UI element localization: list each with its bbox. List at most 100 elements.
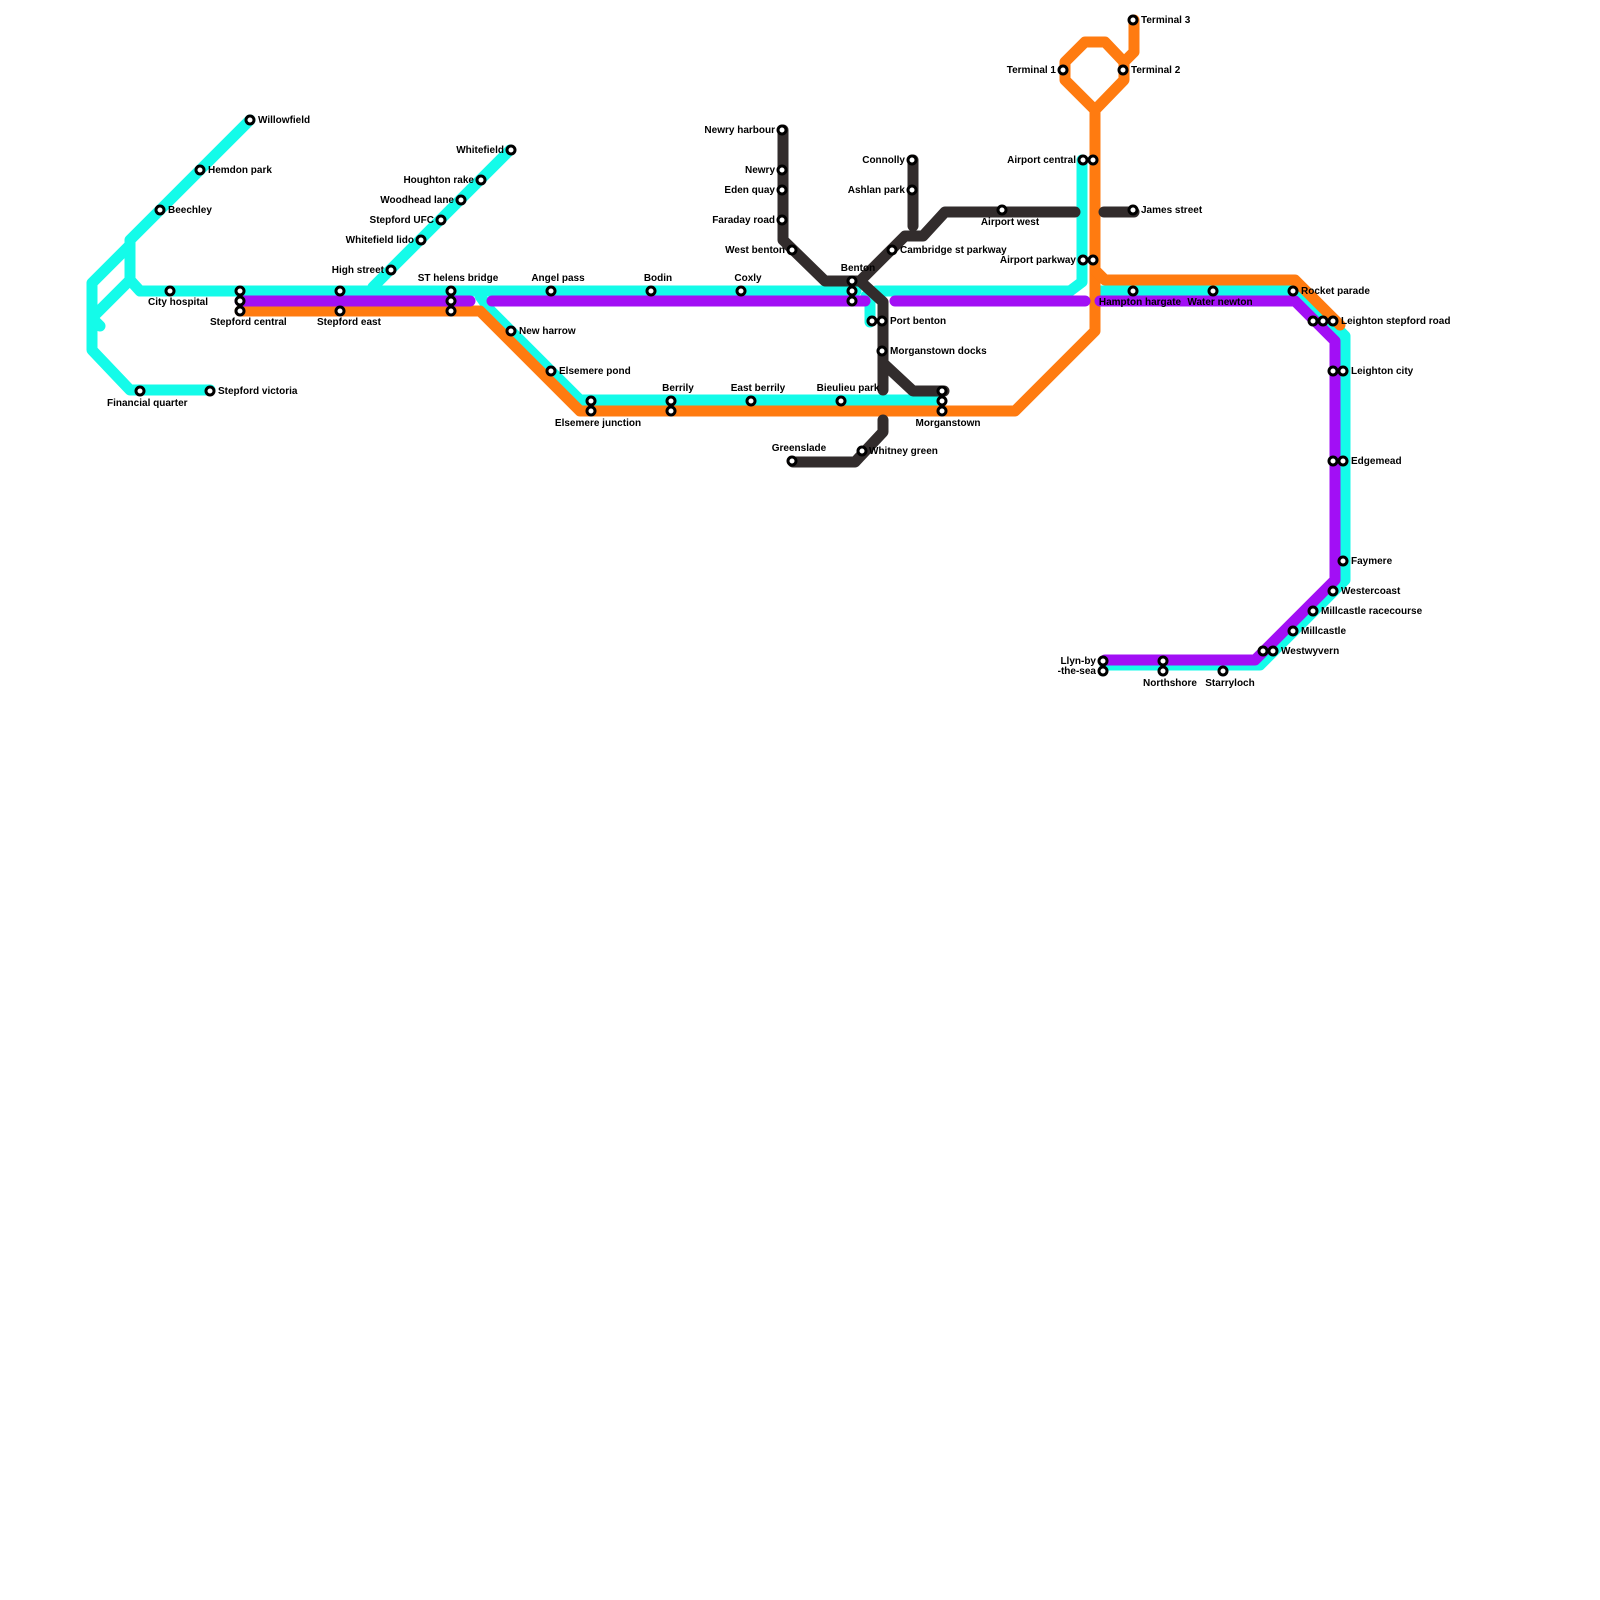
station-bieulieu-park[interactable] (835, 395, 847, 407)
orange-line-east (1089, 264, 1346, 331)
station-morganstown-cyan[interactable] (936, 395, 948, 407)
station-st-helens-bridge-cyan[interactable] (445, 285, 457, 297)
station-angel-pass[interactable] (545, 285, 557, 297)
station-hampton-hargate[interactable] (1127, 285, 1139, 297)
station-millcastle-racecourse[interactable] (1307, 605, 1319, 617)
label-financial-quarter: Financial quarter (107, 398, 188, 409)
station-coxly[interactable] (735, 285, 747, 297)
station-benton-dark[interactable] (846, 275, 858, 287)
station-hemdon-park[interactable] (194, 164, 206, 176)
orange-line-west (234, 104, 1101, 417)
station-millcastle[interactable] (1287, 625, 1299, 637)
station-water-newton[interactable] (1207, 285, 1219, 297)
station-bodin[interactable] (645, 285, 657, 297)
station-edgemead-cyan[interactable] (1337, 455, 1349, 467)
label-whitefield: Whitefield (456, 145, 504, 156)
station-llyn-by-the-sea-cyan[interactable] (1097, 665, 1109, 677)
station-stepford-central-purple[interactable] (234, 295, 246, 307)
station-terminal-3[interactable] (1127, 14, 1139, 26)
label-hemdon-park: Hemdon park (208, 165, 272, 176)
station-whitefield-lido[interactable] (415, 234, 427, 246)
station-westwyvern-cyan[interactable] (1267, 645, 1279, 657)
station-starryloch[interactable] (1217, 665, 1229, 677)
station-airport-parkway-cyan[interactable] (1077, 254, 1089, 266)
station-northshore-purple[interactable] (1157, 655, 1169, 667)
station-faraday-road[interactable] (776, 214, 788, 226)
station-stepford-ufc[interactable] (435, 214, 447, 226)
station-airport-parkway-orange[interactable] (1087, 254, 1099, 266)
cyan-line-south-branch (474, 290, 946, 406)
station-port-benton-cyan[interactable] (866, 315, 878, 327)
station-new-harrow[interactable] (505, 325, 517, 337)
station-high-street[interactable] (385, 264, 397, 276)
station-stepford-central-cyan[interactable] (234, 285, 246, 297)
station-elsemere-junction-cyan[interactable] (585, 395, 597, 407)
purple-line-east (1094, 295, 1341, 666)
station-terminal-2[interactable] (1117, 64, 1129, 76)
station-greenslade[interactable] (786, 455, 798, 467)
station-airport-central-orange[interactable] (1087, 154, 1099, 166)
station-port-benton-dark[interactable] (876, 315, 888, 327)
station-benton-cyan[interactable] (846, 285, 858, 297)
station-airport-west[interactable] (996, 204, 1008, 216)
station-st-helens-bridge-orange[interactable] (445, 305, 457, 317)
station-leighton-stepford-road-purple[interactable] (1307, 315, 1319, 327)
station-airport-central-cyan[interactable] (1077, 154, 1089, 166)
station-james-street[interactable] (1127, 204, 1139, 216)
station-berrily-cyan[interactable] (665, 395, 677, 407)
station-connolly[interactable] (906, 154, 918, 166)
station-leighton-city-cyan[interactable] (1337, 365, 1349, 377)
station-stepford-victoria[interactable] (204, 385, 216, 397)
station-stepford-east-orange[interactable] (334, 305, 346, 317)
label-city-hospital: City hospital (148, 297, 208, 308)
station-edgemead-purple[interactable] (1327, 455, 1339, 467)
station-rocket-parade[interactable] (1287, 285, 1299, 297)
station-houghton-rake[interactable] (475, 174, 487, 186)
station-willowfield[interactable] (244, 114, 256, 126)
station-west-benton[interactable] (786, 244, 798, 256)
station-morganstown-dark[interactable] (936, 385, 948, 397)
station-westercoast[interactable] (1327, 585, 1339, 597)
label-benton: Benton (841, 263, 875, 274)
station-northshore-cyan[interactable] (1157, 665, 1169, 677)
label-rocket-parade: Rocket parade (1301, 286, 1370, 297)
station-woodhead-lane[interactable] (455, 194, 467, 206)
label-stepford-central: Stepford central (210, 317, 287, 328)
station-beechley[interactable] (154, 204, 166, 216)
station-berrily-orange[interactable] (665, 405, 677, 417)
station-stepford-east-cyan[interactable] (334, 285, 346, 297)
station-ashlan-park[interactable] (906, 184, 918, 196)
station-elsemere-junction-orange[interactable] (585, 405, 597, 417)
station-leighton-stepford-road-orange[interactable] (1317, 315, 1329, 327)
label-millcastle-racecourse: Millcastle racecourse (1321, 606, 1423, 617)
station-cambridge-st-parkway[interactable] (886, 244, 898, 256)
station-whitney-green[interactable] (856, 445, 868, 457)
orange-line-terminal-3 (1118, 14, 1140, 68)
label-connolly: Connolly (862, 155, 905, 166)
station-morganstown-docks[interactable] (876, 345, 888, 357)
station-leighton-stepford-road-cyan[interactable] (1327, 315, 1339, 327)
station-whitefield[interactable] (505, 144, 517, 156)
station-st-helens-bridge-purple[interactable] (445, 295, 457, 307)
station-east-berrily[interactable] (745, 395, 757, 407)
station-newry[interactable] (776, 164, 788, 176)
station-westwyvern-purple[interactable] (1257, 645, 1269, 657)
station-terminal-1[interactable] (1057, 64, 1069, 76)
station-financial-quarter[interactable] (134, 385, 146, 397)
label-whitefield-lido: Whitefield lido (346, 235, 414, 246)
station-elsemere-pond[interactable] (545, 365, 557, 377)
label-faraday-road: Faraday road (712, 215, 775, 226)
station-city-hospital[interactable] (164, 285, 176, 297)
station-benton-purple[interactable] (846, 295, 858, 307)
label-stepford-east: Stepford east (317, 317, 382, 328)
station-morganstown-orange[interactable] (936, 405, 948, 417)
station-newry-harbour[interactable] (776, 124, 788, 136)
dark-line-newry-branch (777, 124, 889, 396)
station-llyn-by-the-sea-purple[interactable] (1097, 655, 1109, 667)
station-stepford-central-orange[interactable] (234, 305, 246, 317)
station-eden-quay[interactable] (776, 184, 788, 196)
label-berrily: Berrily (662, 383, 694, 394)
station-faymere[interactable] (1337, 555, 1349, 567)
label-greenslade: Greenslade (772, 443, 827, 454)
station-leighton-city-purple[interactable] (1327, 365, 1339, 377)
